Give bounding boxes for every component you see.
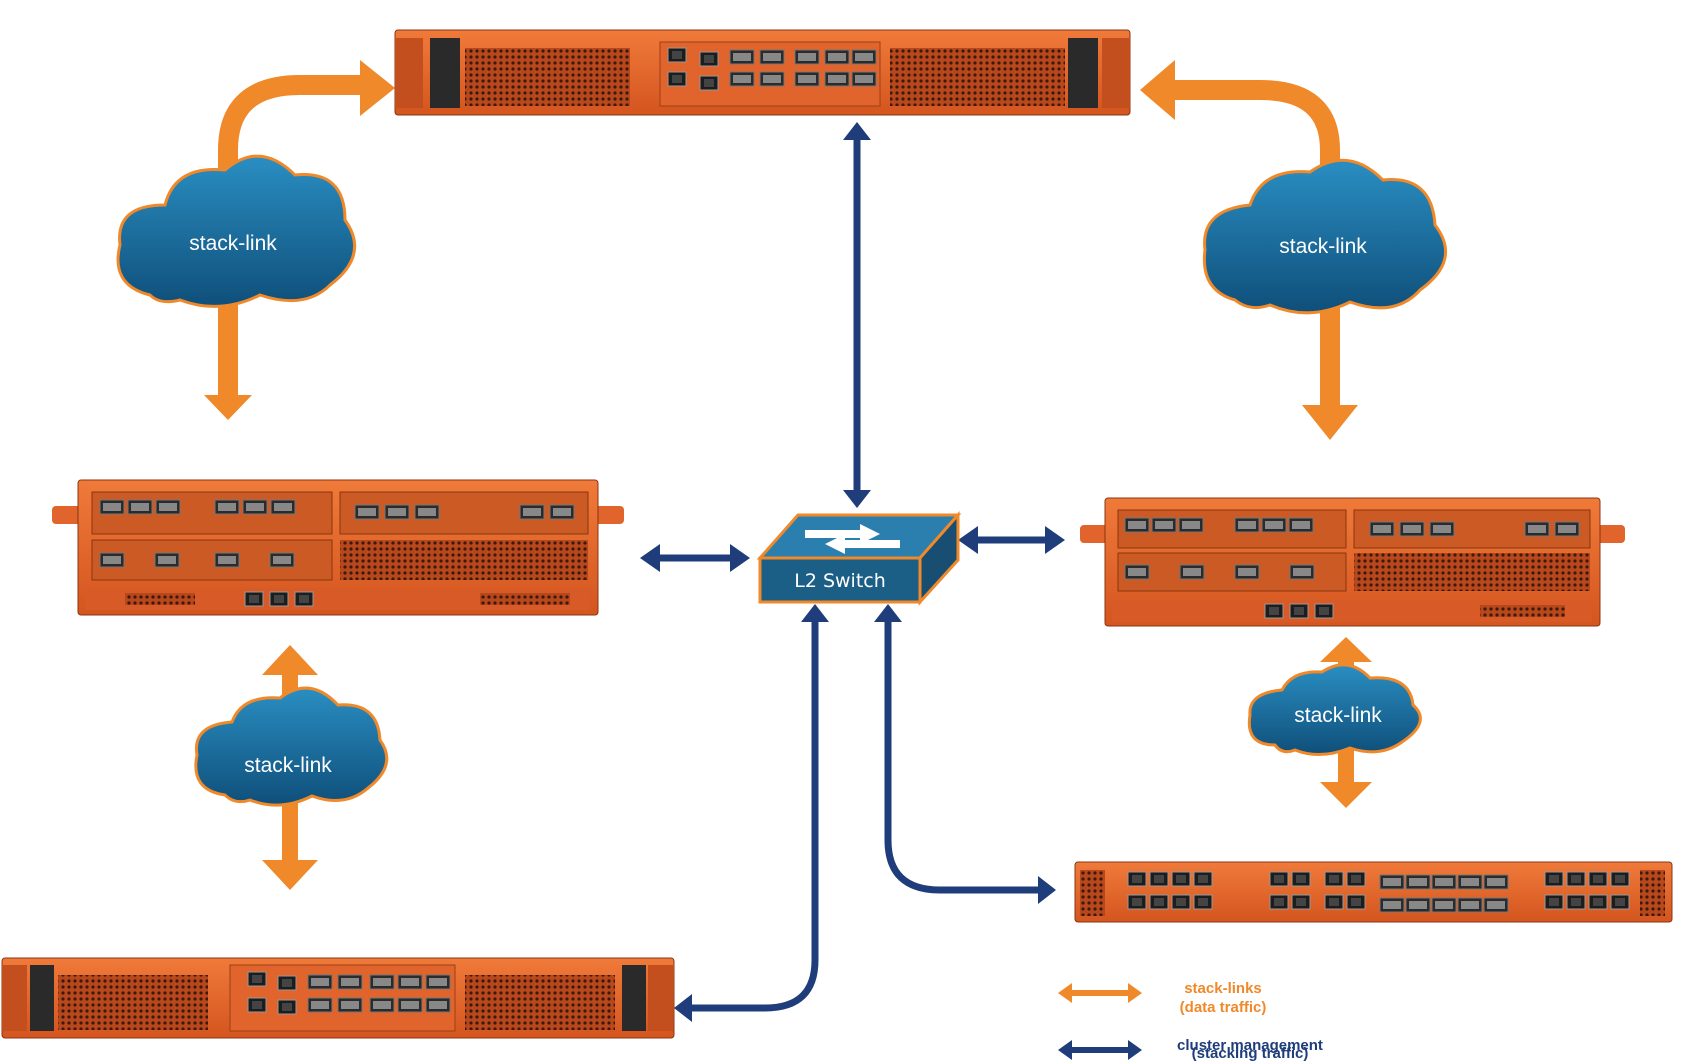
- arrowhead: [843, 490, 871, 508]
- cloud-top-left: stack-link: [116, 154, 357, 308]
- cloud-label: stack-link: [244, 754, 332, 777]
- cluster-arrow-bottom-right: [884, 620, 1040, 894]
- arrowhead: [1045, 526, 1065, 554]
- bottom-left-device: [1, 957, 675, 1039]
- arrowhead: [1320, 782, 1372, 808]
- arrowhead: [874, 604, 902, 622]
- arrowhead: [843, 122, 871, 140]
- stack-link-arrow-top-left: [218, 75, 365, 400]
- switch-arrows-icon: [805, 524, 900, 554]
- cluster-arrow-bottom-left: [690, 620, 819, 1012]
- stack-link-arrow-top-right: [1170, 80, 1340, 410]
- legend: stack-links (data traffic) cluster manag…: [1058, 980, 1323, 1061]
- mid-right-device: [1080, 497, 1625, 627]
- cloud-mid-right: stack-link: [1247, 663, 1422, 756]
- cloud-label: stack-link: [1294, 704, 1382, 727]
- switch-label: L2 Switch: [794, 570, 886, 592]
- arrowhead: [730, 544, 750, 572]
- arrowhead: [262, 860, 318, 890]
- cloud-mid-left: stack-link: [194, 686, 389, 807]
- l2-switch: L2 Switch: [756, 511, 962, 606]
- arrowhead: [1038, 876, 1056, 904]
- arrowhead: [1140, 60, 1175, 120]
- arrowhead: [204, 395, 252, 420]
- arrowhead: [360, 60, 395, 116]
- legend-stack-links-line1: stack-links: [1184, 980, 1262, 997]
- top-device: [394, 29, 1131, 116]
- arrowhead: [958, 526, 978, 554]
- legend-cluster-management-line1: cluster management: [1177, 1037, 1323, 1054]
- arrowhead: [1302, 405, 1358, 440]
- legend-cluster-management-line2: (stacking traffic): [1192, 1045, 1309, 1061]
- cloud-label: stack-link: [1279, 235, 1367, 258]
- legend-stack-links-line2: (data traffic): [1180, 999, 1267, 1016]
- bottom-right-device: [1074, 861, 1673, 923]
- arrowhead: [1320, 637, 1372, 662]
- arrowhead: [801, 604, 829, 622]
- arrowhead: [640, 544, 660, 572]
- cloud-top-right: stack-link: [1202, 158, 1448, 315]
- arrowhead: [262, 645, 318, 675]
- mid-left-device: [52, 479, 624, 616]
- arrowhead: [674, 994, 692, 1022]
- cloud-label: stack-link: [189, 232, 277, 255]
